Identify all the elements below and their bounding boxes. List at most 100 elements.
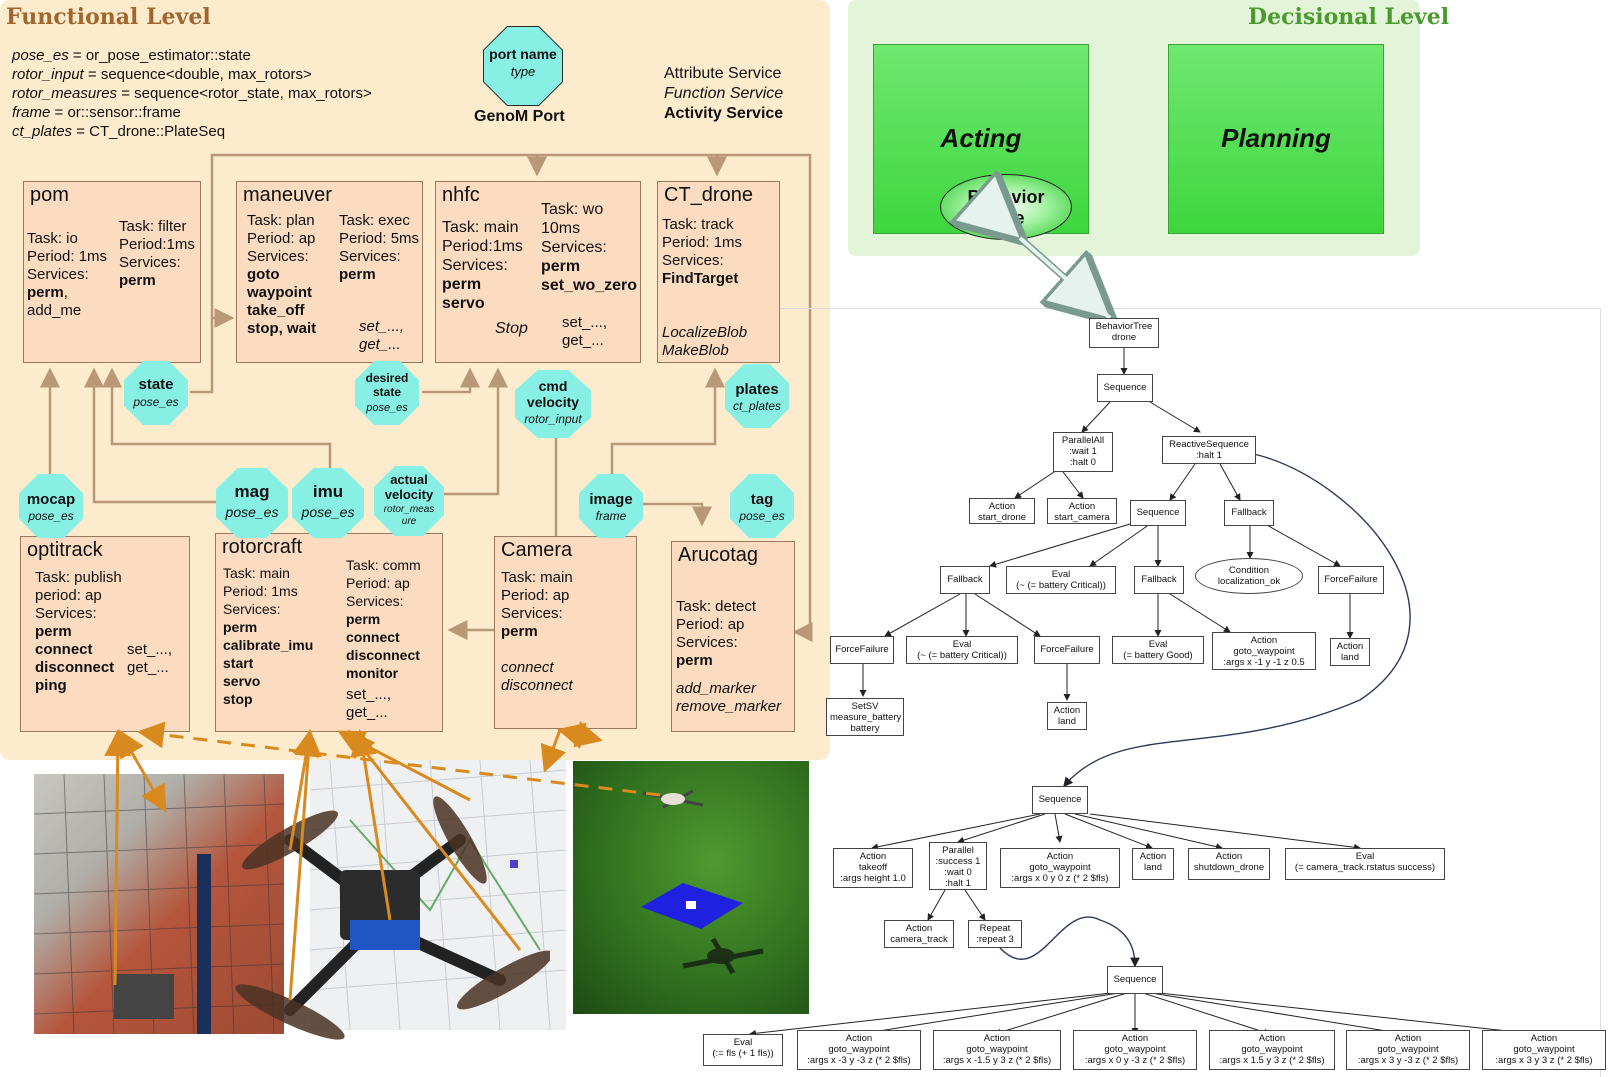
- module-task-plan: Task: plan Period: ap Services:goto wayp…: [247, 212, 317, 337]
- bt-node-action-goto-waypoint[interactable]: Action goto_waypoint :args x 3 y 3 z (* …: [1482, 1030, 1606, 1070]
- drone-icon: [235, 796, 550, 1040]
- bt-node-root[interactable]: BehaviorTree drone: [1089, 318, 1159, 348]
- bt-node-fallback[interactable]: Fallback: [1134, 566, 1184, 594]
- module-task-detect: Task: detect Period: ap Services:perm: [676, 598, 757, 669]
- bt-node-forcefailure[interactable]: ForceFailure: [830, 636, 894, 664]
- bt-node-action-goto-waypoint[interactable]: Action goto_waypoint :args x -1 y -1 z 0…: [1212, 632, 1316, 670]
- bt-node-fallback[interactable]: Fallback: [940, 566, 990, 594]
- type-def: ct_plates = CT_drone::PlateSeq: [12, 123, 226, 140]
- bt-node-eval-battery-good[interactable]: Eval (= battery Good): [1112, 636, 1204, 664]
- acting-label: Acting: [940, 123, 1022, 153]
- legend-port-name: port name: [489, 46, 557, 62]
- legend-port: port name type: [484, 27, 562, 105]
- functional-level-title: Functional Level: [6, 4, 211, 30]
- bt-node-eval-fls[interactable]: Eval (:= fls (+ 1 fls)): [703, 1034, 783, 1066]
- bt-node-action-goto-waypoint[interactable]: Action goto_waypoint :args x 3 y -3 z (*…: [1346, 1030, 1470, 1070]
- bt-node-forcefailure[interactable]: ForceFailure: [1034, 636, 1100, 664]
- module-ct-drone[interactable]: CT_drone Task: track Period: 1ms Service…: [657, 181, 780, 363]
- module-title: Arucotag: [678, 544, 759, 566]
- module-task-main: Task: main Period: 1ms Services:perm cal…: [223, 565, 314, 707]
- module-task-publish: Task: publish period: ap Services:perm c…: [35, 569, 122, 694]
- bt-node-action-start-drone[interactable]: Action start_drone: [969, 498, 1035, 524]
- bt-node-action-goto-waypoint[interactable]: Action goto_waypoint :args x 0 y 0 z (* …: [1000, 848, 1120, 888]
- bt-node-setsv[interactable]: SetSV measure_battery battery: [826, 698, 904, 736]
- gazebo-simulation: [573, 761, 809, 1014]
- module-functions: add_marker remove_marker: [676, 680, 782, 715]
- module-task-main: Task: main Period: ap Services:perm: [501, 569, 573, 640]
- bt-node-fallback[interactable]: Fallback: [1224, 500, 1274, 526]
- module-functions: connect disconnect: [501, 659, 573, 694]
- landing-pad-icon: [641, 789, 764, 975]
- bt-node-action-start-camera[interactable]: Action start_camera: [1047, 498, 1117, 524]
- module-optitrack[interactable]: optitrack Task: publish period: ap Servi…: [20, 536, 190, 732]
- bt-node-action-land[interactable]: Action land: [1330, 638, 1370, 666]
- bt-node-condition-localization[interactable]: Condition localization_ok: [1195, 558, 1303, 594]
- flight-arena-photo: [34, 774, 284, 1034]
- bt-node-forcefailure[interactable]: ForceFailure: [1318, 566, 1384, 594]
- bt-node-action-takeoff[interactable]: Action takeoff :args height 1.0: [833, 848, 913, 888]
- module-task-track: Task: track Period: 1ms Services:FindTar…: [662, 216, 743, 287]
- bt-node-eval-battery-critical[interactable]: Eval (~ (= battery Critical)): [906, 636, 1018, 664]
- module-title: nhfc: [442, 184, 480, 206]
- bt-node-action-shutdown[interactable]: Action shutdown_drone: [1188, 848, 1270, 880]
- module-functions: LocalizeBlob MakeBlob: [662, 324, 748, 359]
- legend-port-type: type: [510, 64, 536, 79]
- legend-port-caption: GenoM Port: [474, 108, 565, 125]
- module-arucotag[interactable]: Arucotag Task: detect Period: ap Service…: [671, 541, 795, 732]
- module-attributes: set_..., get_...: [127, 641, 173, 676]
- module-task-main: Task: main Period:1ms Services:perm serv…: [442, 219, 523, 312]
- bt-node-parallelall[interactable]: ParallelAll :wait 1 :halt 0: [1053, 432, 1113, 472]
- type-def: rotor_measures = sequence<rotor_state, m…: [12, 85, 372, 102]
- module-task-wo: Task: wo 10ms Services:perm set_wo_zero: [541, 201, 638, 294]
- bt-node-action-goto-waypoint[interactable]: Action goto_waypoint :args x -1.5 y 3 z …: [933, 1030, 1061, 1070]
- module-attributes: set_..., get_...: [346, 686, 392, 721]
- bt-node-sequence[interactable]: Sequence: [1107, 966, 1163, 994]
- module-title: rotorcraft: [222, 536, 303, 558]
- planning-label: Planning: [1221, 123, 1331, 153]
- module-task-io: Task: io Period: 1ms Services:perm, add_…: [27, 230, 108, 319]
- decisional-level-title: Decisional Level: [1248, 4, 1450, 30]
- type-definitions: pose_es = or_pose_estimator::state rotor…: [12, 46, 372, 141]
- bt-node-reactivesequence[interactable]: ReactiveSequence :halt 1: [1162, 436, 1256, 464]
- bt-node-action-camera-track[interactable]: Action camera_track: [884, 920, 954, 948]
- module-nhfc[interactable]: nhfc Task: main Period:1ms Services:perm…: [435, 181, 641, 363]
- module-attributes: set_..., get_...: [562, 314, 608, 349]
- bt-node-eval-camera-track[interactable]: Eval (= camera_track.rstatus success): [1285, 848, 1445, 880]
- bt-node-action-land[interactable]: Action land: [1047, 702, 1087, 730]
- legend-attribute-service: Attribute Service: [664, 65, 782, 82]
- bt-node-sequence[interactable]: Sequence: [1032, 786, 1088, 814]
- bt-node-sequence[interactable]: Sequence: [1097, 374, 1153, 402]
- planning-box[interactable]: Planning: [1168, 44, 1384, 234]
- module-title: CT_drone: [664, 184, 753, 206]
- hardware-links: [104, 721, 661, 1001]
- bt-node-action-goto-waypoint[interactable]: Action goto_waypoint :args x -3 y -3 z (…: [797, 1030, 921, 1070]
- module-pom[interactable]: pom Task: io Period: 1ms Services:perm, …: [23, 181, 201, 363]
- service-legend: Attribute Service Function Service Activ…: [664, 64, 783, 124]
- net-cage-icon: [34, 774, 284, 1034]
- bt-node-parallel[interactable]: Parallel :success 1 :wait 0 :halt 1: [929, 842, 987, 890]
- bt-node-action-goto-waypoint[interactable]: Action goto_waypoint :args x 0 y -3 z (*…: [1073, 1030, 1197, 1070]
- type-def: frame = or::sensor::frame: [12, 104, 181, 121]
- bt-node-eval-battery-critical[interactable]: Eval (~ (= battery Critical)): [1006, 566, 1116, 594]
- bt-node-action-land[interactable]: Action land: [1132, 848, 1174, 880]
- bt-node-action-goto-waypoint[interactable]: Action goto_waypoint :args x 1.5 y 3 z (…: [1209, 1030, 1335, 1070]
- module-camera[interactable]: Camera Task: main Period: ap Services:pe…: [494, 536, 637, 729]
- module-rotorcraft[interactable]: rotorcraft Task: main Period: 1ms Servic…: [215, 533, 443, 732]
- bt-node-repeat[interactable]: Repeat :repeat 3: [968, 920, 1022, 948]
- type-def: pose_es = or_pose_estimator::state: [12, 47, 251, 64]
- port-connections: [40, 153, 813, 642]
- module-maneuver[interactable]: maneuver Task: plan Period: ap Services:…: [236, 181, 423, 363]
- bt-node-sequence[interactable]: Sequence: [1130, 500, 1186, 526]
- legend-function-service: Function Service: [664, 85, 784, 102]
